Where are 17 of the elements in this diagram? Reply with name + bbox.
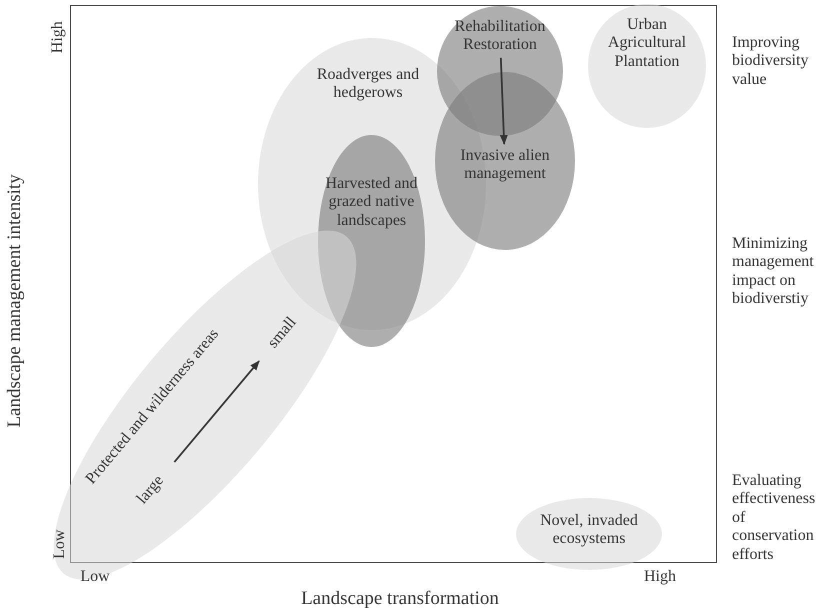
- arrow: [500, 58, 508, 145]
- axis-tick-label: High: [643, 568, 677, 586]
- region-label: Invasive alien management: [459, 147, 551, 184]
- annotation-text: Minimizing management impact on biodiverstiy: [732, 235, 815, 309]
- axis-tick-label: Low: [79, 568, 111, 586]
- region-label: Roadverges and hedgerows: [316, 66, 420, 103]
- region-label: Harvested and grazed native landscapes: [324, 175, 418, 230]
- arrow: [174, 360, 260, 463]
- axis-tick-label: High: [48, 20, 67, 56]
- annotation-text: Improving biodiversity value: [732, 34, 810, 90]
- region-label: Novel, invaded ecosystems: [539, 512, 639, 549]
- region-label: Rehabilitation Restoration: [454, 18, 546, 55]
- region-label: Urban Agricultural Plantation: [606, 16, 688, 72]
- axis-title: Landscape management intensity: [4, 173, 26, 430]
- annotation-text: Evaluating effectiveness of conservation efforts: [732, 472, 816, 564]
- axis-tick-label: Low: [50, 528, 69, 561]
- axis-title: Landscape transformation: [300, 588, 500, 610]
